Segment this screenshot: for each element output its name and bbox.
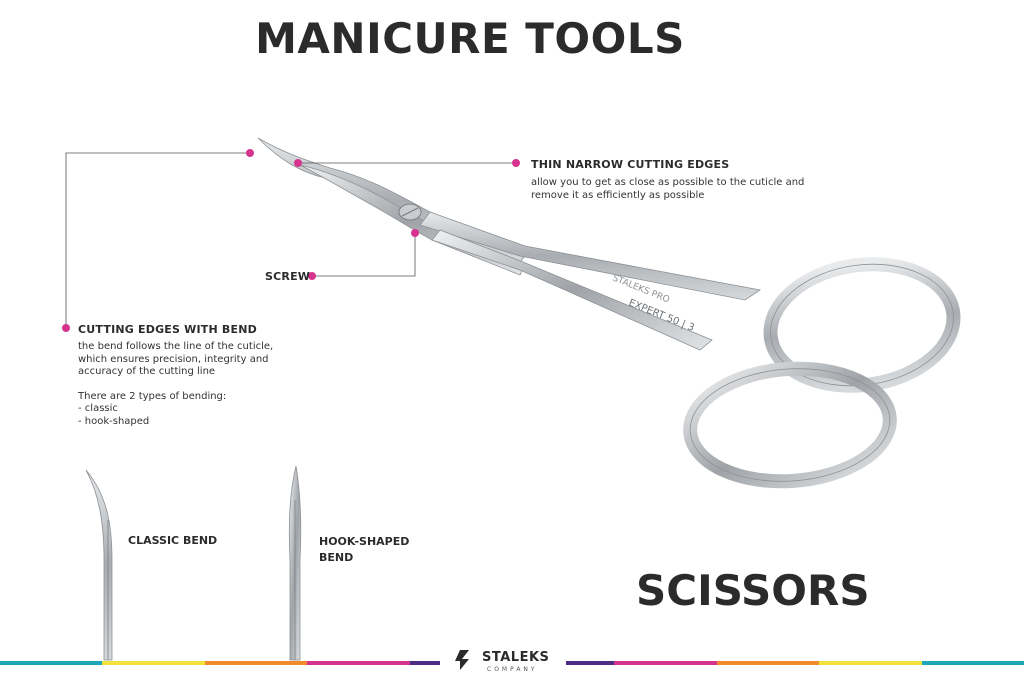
page-title: MANICURE TOOLS (255, 14, 685, 63)
hook-bend-label-line: HOOK-SHAPED (319, 535, 410, 548)
product-name: SCISSORS (636, 566, 870, 615)
classic-bend-label: CLASSIC BEND (128, 534, 218, 547)
thin-edges-text-line: allow you to get as close as possible to… (531, 177, 805, 188)
screw-title: SCREW (265, 270, 311, 283)
blade-lower (299, 164, 524, 276)
finger-ring-upper (763, 257, 961, 393)
leader-line-bend (65, 152, 250, 328)
bend-text-line: the bend follows the line of the cuticle… (78, 341, 274, 352)
footer-stripe-segment (819, 661, 922, 665)
bend-title: CUTTING EDGES WITH BEND (78, 323, 257, 336)
footer-stripe-segment (307, 661, 410, 665)
thin-edges-text: allow you to get as close as possible to… (531, 177, 804, 202)
shank-upper (419, 211, 762, 301)
footer-stripe-segment (921, 661, 1024, 665)
hook-bend-label: HOOK-SHAPED BEND (319, 534, 409, 566)
classic-bend-blade (85, 469, 113, 661)
footer-brand-name: STALEKS (482, 650, 550, 665)
blade-upper (257, 137, 526, 263)
footer-stripe-segment (614, 661, 717, 665)
footer-logo: STALEKS COMPANY (440, 645, 566, 673)
thin-edges-title: THIN NARROW CUTTING EDGES (531, 158, 730, 171)
leader-line-screw (312, 233, 416, 277)
bend-type-item: - classic (78, 403, 118, 414)
bend-text: the bend follows the line of the cuticle… (78, 341, 273, 428)
footer-stripe-segment (204, 661, 308, 665)
bend-text-line: which ensures precision, integrity and (78, 353, 269, 365)
staleks-logo-icon (455, 650, 469, 670)
engraving-model: EXPERT 50 | 3 (627, 298, 696, 334)
finger-ring-lower (683, 361, 897, 489)
footer-stripe-segment (0, 661, 103, 665)
footer-brand-sub: COMPANY (487, 666, 538, 673)
bend-text-line: accuracy of the cutting line (78, 366, 216, 377)
footer-stripe-segment (102, 661, 205, 665)
shank-lower (431, 229, 713, 351)
bend-type-item: - hook-shaped (78, 415, 150, 427)
screw-head (398, 203, 422, 221)
thin-edges-text-line: remove it as efficiently as possible (531, 189, 705, 201)
hook-bend-label-line: BEND (319, 551, 354, 564)
bend-types-heading: There are 2 types of bending: (78, 390, 227, 402)
engraving-brand: STALEKS PRO (611, 274, 671, 306)
hook-bend-blade (288, 465, 302, 661)
footer-stripe-segment (716, 661, 820, 665)
